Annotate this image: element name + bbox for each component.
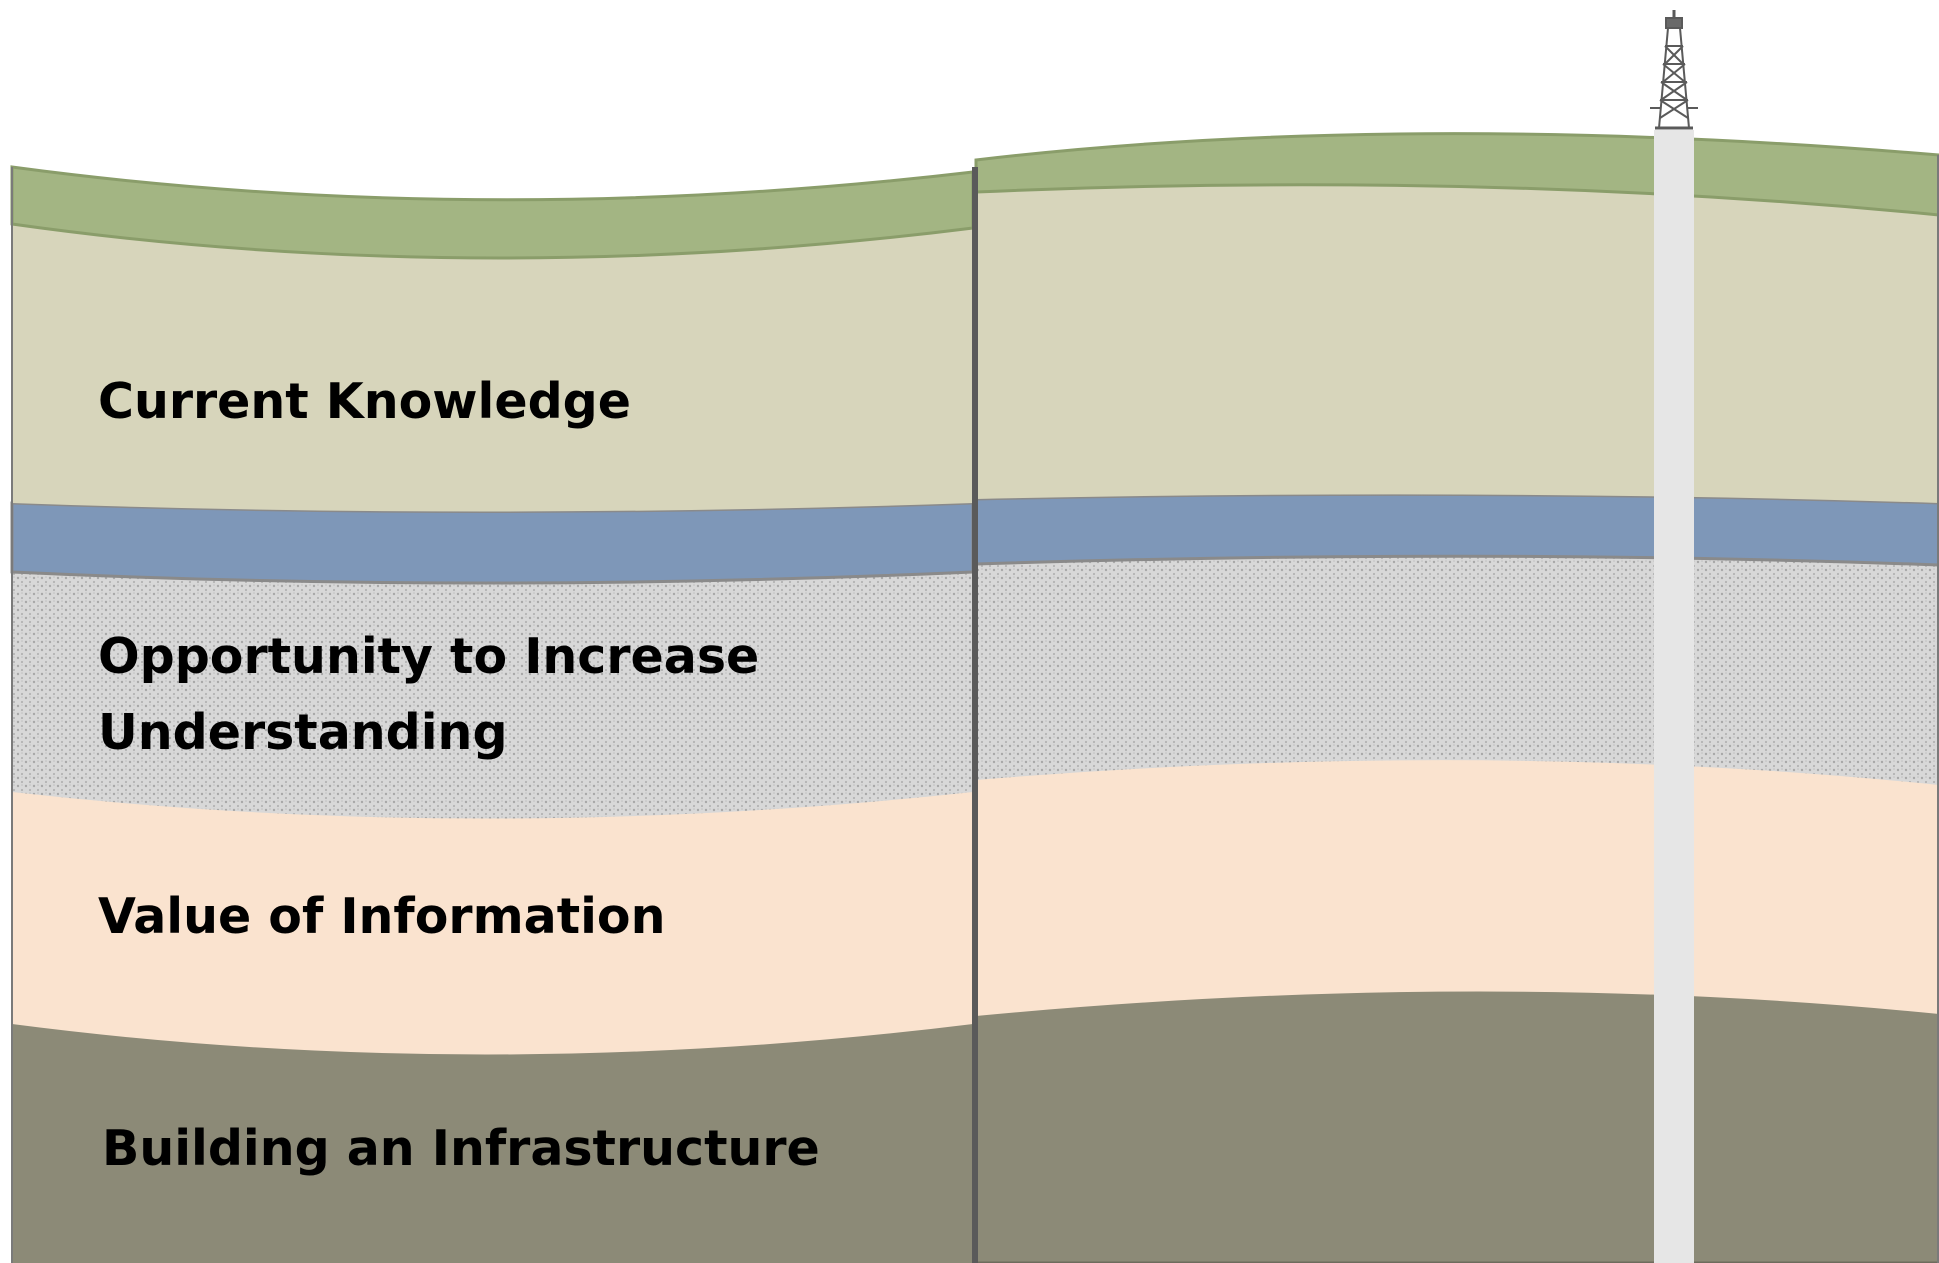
label-opportunity-line1: Opportunity to Increase <box>98 628 759 685</box>
right-knowledge-layer <box>976 179 1939 503</box>
drilling-rig-icon <box>1650 10 1698 130</box>
left-sand-layer <box>12 568 973 819</box>
right-bedrock-layer <box>974 986 1939 1263</box>
label-value-of-information: Value of Information <box>98 888 665 945</box>
right-block <box>974 132 1939 1263</box>
label-building-infrastructure: Building an Infrastructure <box>102 1120 820 1177</box>
right-water-layer <box>974 492 1939 567</box>
left-knowledge-layer <box>12 220 973 512</box>
left-value-layer <box>12 788 973 1055</box>
right-value-layer <box>976 757 1939 1016</box>
right-sand-layer <box>976 554 1939 785</box>
left-block <box>10 165 975 1263</box>
left-water-layer <box>10 501 975 585</box>
left-bedrock-layer <box>12 1020 973 1263</box>
right-topsoil-layer <box>974 132 1939 217</box>
label-current-knowledge: Current Knowledge <box>98 373 631 430</box>
label-opportunity-line2: Understanding <box>98 704 508 761</box>
borehole <box>1654 130 1694 1263</box>
